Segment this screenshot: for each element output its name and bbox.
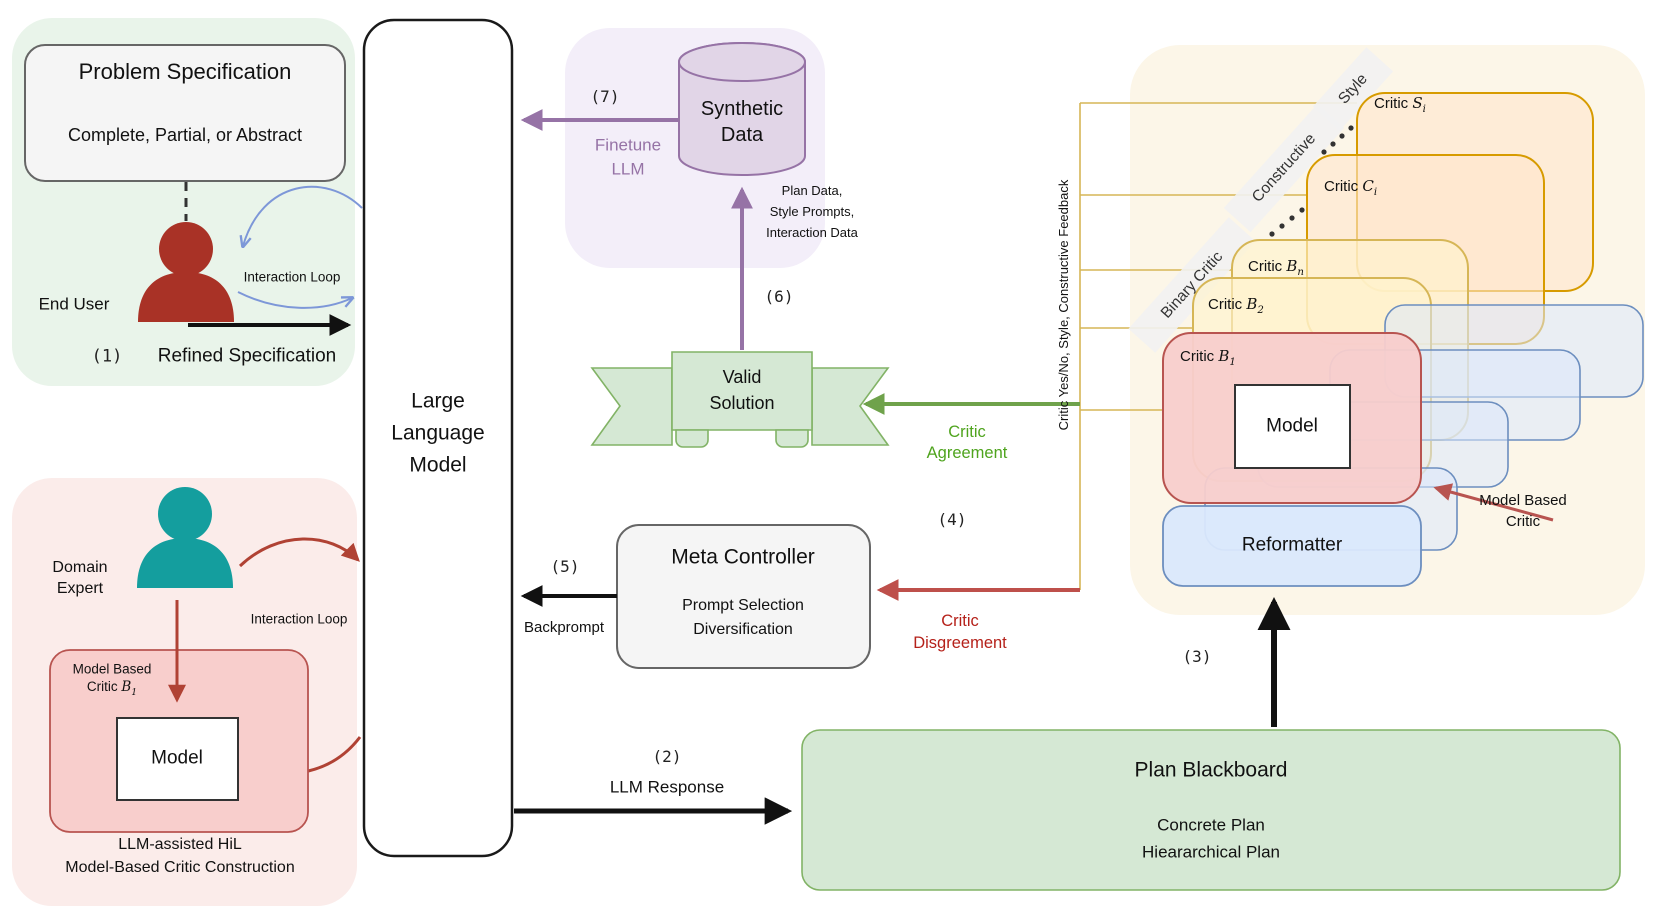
- valid-solution-label-1: Valid: [722, 367, 762, 388]
- expert-model-box: [116, 717, 239, 801]
- critic-si-label: Critic Si: [1374, 94, 1426, 115]
- critic-disagreement-label-2: Disgreement: [913, 633, 1007, 652]
- finetune-label-1: Finetune: [594, 135, 662, 155]
- step-2: (2): [652, 747, 682, 767]
- critic-feedback-vertical-label: Critic Yes/No, Style, Constructive Feedb…: [1055, 179, 1071, 431]
- mbc-b1-box-label-2: Critic B1: [86, 679, 138, 698]
- backprompt-label: Backprompt: [523, 618, 605, 636]
- end-user-label: End User: [38, 294, 110, 314]
- plan-data-label-1: Plan Data,: [781, 182, 843, 198]
- critic-bn-label: Critic Bn: [1248, 257, 1304, 278]
- mbc-b1-box-label-1: Model Based: [72, 661, 152, 677]
- model-based-critic-label-2: Critic: [1505, 512, 1541, 530]
- model-based-critic-arrow: [1433, 483, 1554, 522]
- llm-label-2: Language: [391, 421, 485, 445]
- domain-expert-label-1: Domain: [52, 559, 108, 577]
- meta-controller-line-1: Prompt Selection: [682, 597, 804, 615]
- step-4: (4): [937, 510, 967, 530]
- ellipsis-dots: [1269, 125, 1354, 237]
- critic-type-bands: [1128, 47, 1394, 353]
- user-loop-arrow-back: [243, 185, 363, 246]
- expert-interaction-loop-label: Interaction Loop: [250, 611, 348, 627]
- problem-spec-box: [24, 44, 346, 182]
- domain-expert-icon: [137, 487, 233, 588]
- plan-blackboard-title: Plan Blackboard: [1134, 758, 1288, 782]
- llm-label-3: Model: [409, 453, 467, 477]
- llm-label-1: Large: [411, 389, 465, 413]
- plan-data-label-2: Style Prompts,: [769, 203, 855, 219]
- user-interaction-loop-label: Interaction Loop: [243, 269, 341, 285]
- reformatter-box: [1162, 505, 1422, 587]
- reformatter-label: Reformatter: [1241, 534, 1343, 556]
- critic-agreement-label-2: Agreement: [926, 443, 1008, 462]
- problem-spec-subtitle: Complete, Partial, or Abstract: [67, 125, 303, 146]
- synthetic-data-label-1: Synthetic: [700, 98, 784, 120]
- user-loop-arrow-forward: [237, 291, 352, 309]
- style-band-label: Style: [1335, 70, 1371, 108]
- llm-box: [362, 18, 514, 858]
- critic-ci-label: Critic Ci: [1324, 177, 1378, 198]
- plan-blackboard-line-2: Hieararchical Plan: [1142, 842, 1280, 862]
- end-user-icon: [138, 222, 234, 322]
- hil-caption-1: LLM-assisted HiL: [118, 836, 242, 854]
- valid-solution-label-2: Solution: [709, 393, 775, 414]
- model-based-critic-label-1: Model Based: [1479, 491, 1567, 509]
- meta-controller-line-2: Diversification: [693, 621, 793, 639]
- plan-data-label-3: Interaction Data: [766, 224, 858, 240]
- critic-b2-label: Critic B2: [1208, 295, 1264, 316]
- step-7: (7): [590, 87, 620, 107]
- plan-blackboard-box: [801, 729, 1621, 891]
- step-5: (5): [550, 557, 580, 577]
- critic-agreement-label-1: Critic: [948, 422, 986, 441]
- critic-model-box: [1234, 384, 1351, 469]
- constructive-band-label: Constructive: [1248, 130, 1320, 206]
- problem-spec-title: Problem Specification: [78, 58, 292, 84]
- critic-b1-label: Critic B1: [1180, 347, 1236, 368]
- llm-response-label: LLM Response: [609, 777, 725, 797]
- domain-expert-label-2: Expert: [56, 580, 104, 598]
- synthetic-data-label-2: Data: [720, 124, 764, 146]
- expert-model-label: Model: [151, 747, 203, 769]
- critic-model-label: Model: [1266, 415, 1318, 437]
- refined-spec-label: Refined Specification: [157, 345, 337, 367]
- valid-solution-ribbon: [590, 351, 890, 448]
- meta-controller-title: Meta Controller: [671, 545, 815, 569]
- step-1: (1): [91, 346, 123, 367]
- finetune-label-2: LLM: [611, 159, 645, 179]
- database-icon: [678, 42, 806, 176]
- hil-caption-2: Model-Based Critic Construction: [65, 859, 295, 877]
- expert-loop-arrow-forward: [238, 537, 360, 568]
- step-3: (3): [1182, 647, 1212, 667]
- critic-disagreement-label-1: Critic: [941, 611, 979, 630]
- step-6: (6): [764, 287, 794, 307]
- plan-blackboard-line-1: Concrete Plan: [1157, 815, 1265, 835]
